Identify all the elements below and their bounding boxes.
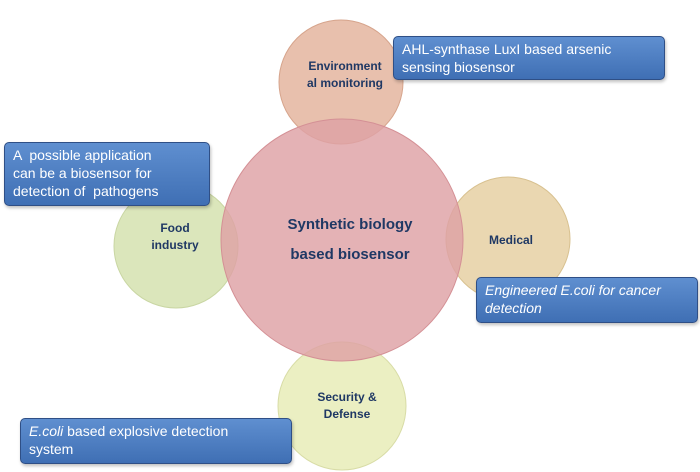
medical-callout-line1: Engineered E.coli for cancer <box>485 282 661 298</box>
center-label: Synthetic biology based biosensor <box>240 200 460 280</box>
food-label: Food industry <box>130 212 220 262</box>
security-label-line1: Security & <box>317 390 377 404</box>
food-callout-line2: can be a biosensor for <box>13 165 152 181</box>
environment-callout-line1: AHL-synthase LuxI based arsenic <box>402 41 612 57</box>
center-label-line2: based biosensor <box>290 246 410 263</box>
security-callout-italic: E.coli <box>29 423 64 439</box>
environment-label-line2: al monitoring <box>307 76 383 90</box>
food-callout-line3: detection of pathogens <box>13 183 159 199</box>
food-label-line2: industry <box>151 238 199 252</box>
environment-callout-line2: sensing biosensor <box>402 59 515 75</box>
environment-label-line1: Environment <box>308 59 382 73</box>
food-callout-line1: A possible application <box>13 147 152 163</box>
medical-label-text: Medical <box>488 233 533 247</box>
food-callout: A possible application can be a biosenso… <box>4 142 210 206</box>
center-circle <box>220 118 464 362</box>
security-label-line2: Defense <box>323 407 371 421</box>
security-label: Security & Defense <box>292 384 402 428</box>
security-callout-line1: E.coli based explosive detection <box>29 422 283 440</box>
center-label-line1: Synthetic biology <box>287 216 413 233</box>
food-label-line1: Food <box>160 221 190 235</box>
security-callout-rest: based explosive detection <box>63 423 229 439</box>
environment-callout: AHL-synthase LuxI based arsenic sensing … <box>393 36 665 80</box>
medical-label: Medical <box>466 225 556 255</box>
medical-callout-line2: detection <box>485 300 542 316</box>
security-callout-line2: system <box>29 441 74 457</box>
security-callout: E.coli based explosive detection system <box>20 418 292 464</box>
environment-label: Environment al monitoring <box>290 50 400 100</box>
medical-callout: Engineered E.coli for cancer detection <box>476 277 698 323</box>
